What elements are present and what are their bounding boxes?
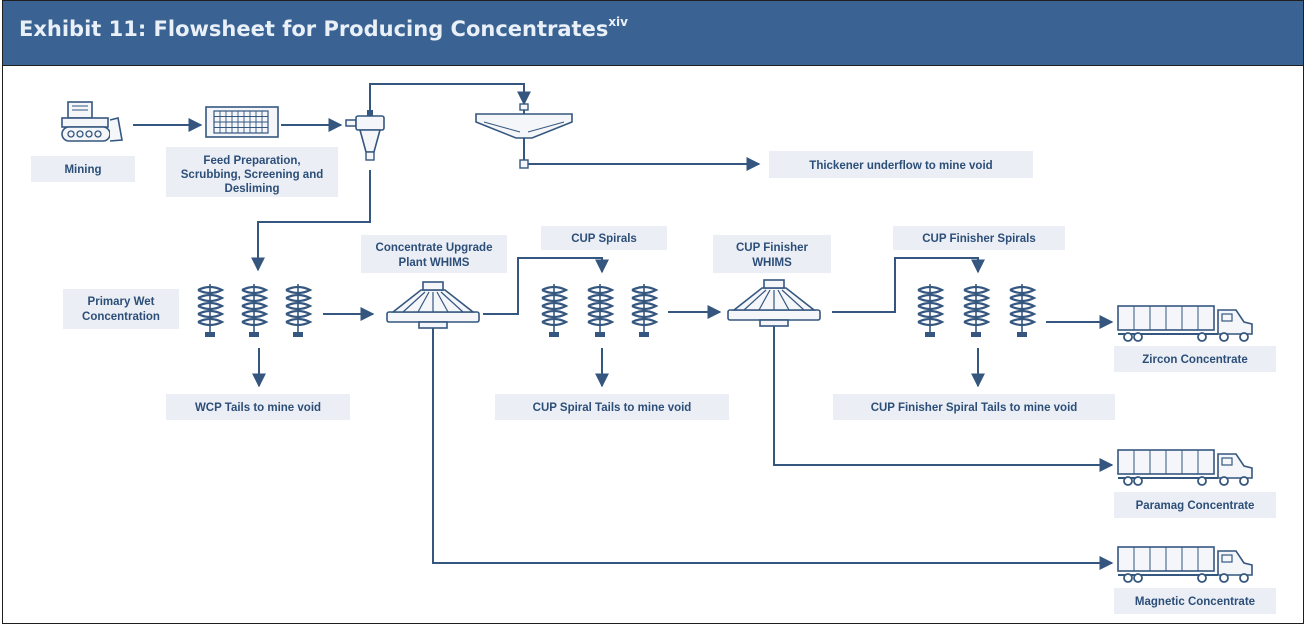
label-cup-finisher-whims: CUP Finisher WHIMS: [713, 235, 831, 273]
label-wcp-tails: WCP Tails to mine void: [166, 394, 350, 420]
label-paramag-text: Paramag Concentrate: [1136, 500, 1255, 512]
exhibit-header: Exhibit 11: Flowsheet for Producing Conc…: [3, 1, 1303, 66]
screen-icon: [205, 106, 279, 138]
label-cup-spirals: CUP Spirals: [541, 226, 667, 250]
label-finisher-tails-text: CUP Finisher Spiral Tails to mine void: [871, 402, 1078, 414]
label-zircon-concentrate: Zircon Concentrate: [1114, 346, 1276, 372]
truck-icon: [1117, 449, 1253, 486]
label-primary-line-2: Concentration: [82, 311, 160, 323]
flow-to-paramag: [773, 326, 1114, 472]
truck-icon: [1117, 305, 1253, 342]
flow-whims-to-cup-spirals: [483, 257, 609, 315]
label-feed-line-1: Feed Preparation,: [203, 155, 300, 167]
label-feed-preparation: Feed Preparation, Scrubbing, Screening a…: [166, 147, 338, 197]
label-paramag-concentrate: Paramag Concentrate: [1114, 492, 1276, 518]
flow-cyclone-to-wcp: [251, 170, 371, 272]
label-mining-text: Mining: [64, 164, 101, 176]
label-wcp-tails-text: WCP Tails to mine void: [195, 402, 321, 414]
label-mining: Mining: [31, 156, 135, 182]
bulldozer-icon: [61, 101, 123, 142]
label-primary-wet-concentration: Primary Wet Concentration: [63, 289, 179, 329]
label-feed-line-2: Scrubbing, Screening and: [181, 169, 324, 181]
flow-cyclone-to-thickener: [369, 83, 531, 113]
thickener-icon: [475, 103, 573, 169]
label-cup-spiral-tails: CUP Spiral Tails to mine void: [495, 394, 729, 420]
spiral-concentrator-icon: [196, 282, 312, 339]
label-thickener-underflow: Thickener underflow to mine void: [769, 151, 1033, 178]
label-cup-finisher-spirals: CUP Finisher Spirals: [893, 226, 1065, 250]
label-zircon-text: Zircon Concentrate: [1142, 354, 1247, 366]
label-magnetic-concentrate: Magnetic Concentrate: [1114, 588, 1276, 614]
spiral-concentrator-icon: [916, 282, 1036, 339]
footnote-marker: xiv: [608, 15, 628, 29]
label-cup-whims-line-1: Concentrate Upgrade: [376, 242, 493, 254]
hydrocyclone-icon: [345, 110, 385, 161]
exhibit-title-text: Exhibit 11: Flowsheet for Producing Conc…: [19, 17, 609, 41]
label-primary-line-1: Primary Wet: [88, 296, 155, 308]
label-concentrate-upgrade-whims: Concentrate Upgrade Plant WHIMS: [361, 235, 507, 273]
label-feed-line-3: Desliming: [225, 183, 280, 195]
whims-separator-icon: [727, 279, 821, 327]
label-finisher-whims-line-1: CUP Finisher: [736, 242, 809, 254]
label-cup-finisher-tails: CUP Finisher Spiral Tails to mine void: [833, 394, 1115, 420]
label-cup-spirals-text: CUP Spirals: [571, 233, 637, 245]
exhibit-title: Exhibit 11: Flowsheet for Producing Conc…: [19, 15, 628, 41]
label-magnetic-text: Magnetic Concentrate: [1135, 596, 1255, 608]
truck-icon: [1117, 546, 1253, 583]
label-finisher-spirals-text: CUP Finisher Spirals: [922, 233, 1036, 245]
label-thickener-text: Thickener underflow to mine void: [809, 160, 992, 172]
label-cup-spiral-tails-text: CUP Spiral Tails to mine void: [533, 402, 692, 414]
flow-to-magnetic: [432, 326, 1114, 570]
whims-separator-icon: [386, 281, 480, 329]
flow-finisher-whims-to-spirals: [832, 257, 985, 313]
spiral-concentrator-icon: [540, 282, 658, 339]
flow-lines: [133, 83, 1114, 570]
label-cup-whims-line-2: Plant WHIMS: [399, 257, 470, 269]
label-finisher-whims-line-2: WHIMS: [752, 257, 792, 269]
